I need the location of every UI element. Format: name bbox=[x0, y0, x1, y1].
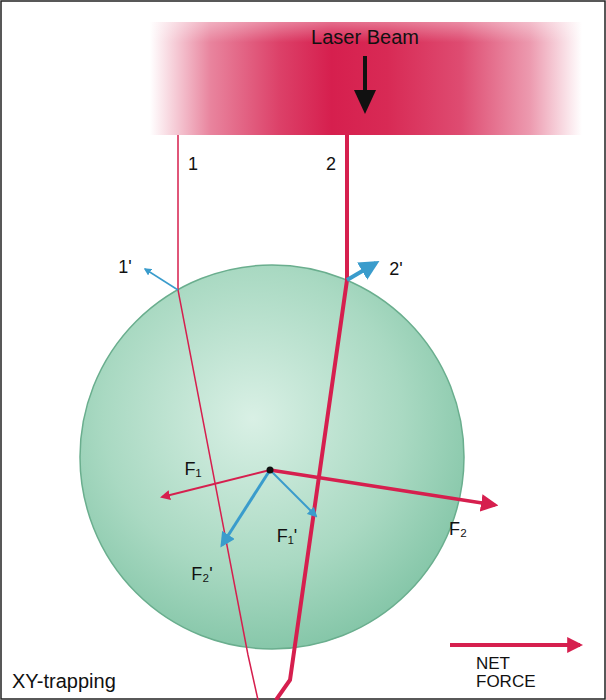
arrow-head bbox=[354, 90, 376, 114]
caption-label: XY-trapping bbox=[12, 670, 116, 692]
force-label: F₁' bbox=[277, 527, 298, 547]
center-dot bbox=[267, 467, 274, 474]
reflection-1 bbox=[145, 269, 178, 290]
net-force-label: NET FORCE bbox=[476, 655, 566, 691]
reflection-2 bbox=[347, 263, 376, 280]
force-2 bbox=[270, 470, 495, 505]
ray-number: 1' bbox=[118, 258, 131, 278]
net-force-arrow bbox=[450, 643, 580, 647]
arrow-shaft bbox=[363, 56, 367, 94]
ray-2 bbox=[276, 135, 347, 700]
ray-number: 1 bbox=[188, 155, 198, 175]
beam-label: Laser Beam bbox=[311, 26, 419, 48]
force-1-reflect bbox=[270, 470, 316, 516]
force-label: F₂ bbox=[449, 520, 467, 540]
force-label: F₁ bbox=[184, 460, 201, 480]
force-2-reflect bbox=[222, 470, 270, 545]
ray-1 bbox=[178, 135, 258, 700]
force-label: F₂' bbox=[191, 565, 212, 585]
bead-sphere bbox=[80, 265, 464, 649]
ray-number: 2 bbox=[326, 155, 336, 175]
laser-beam-band: Laser Beam bbox=[150, 22, 582, 135]
ray-number: 2' bbox=[389, 260, 402, 280]
